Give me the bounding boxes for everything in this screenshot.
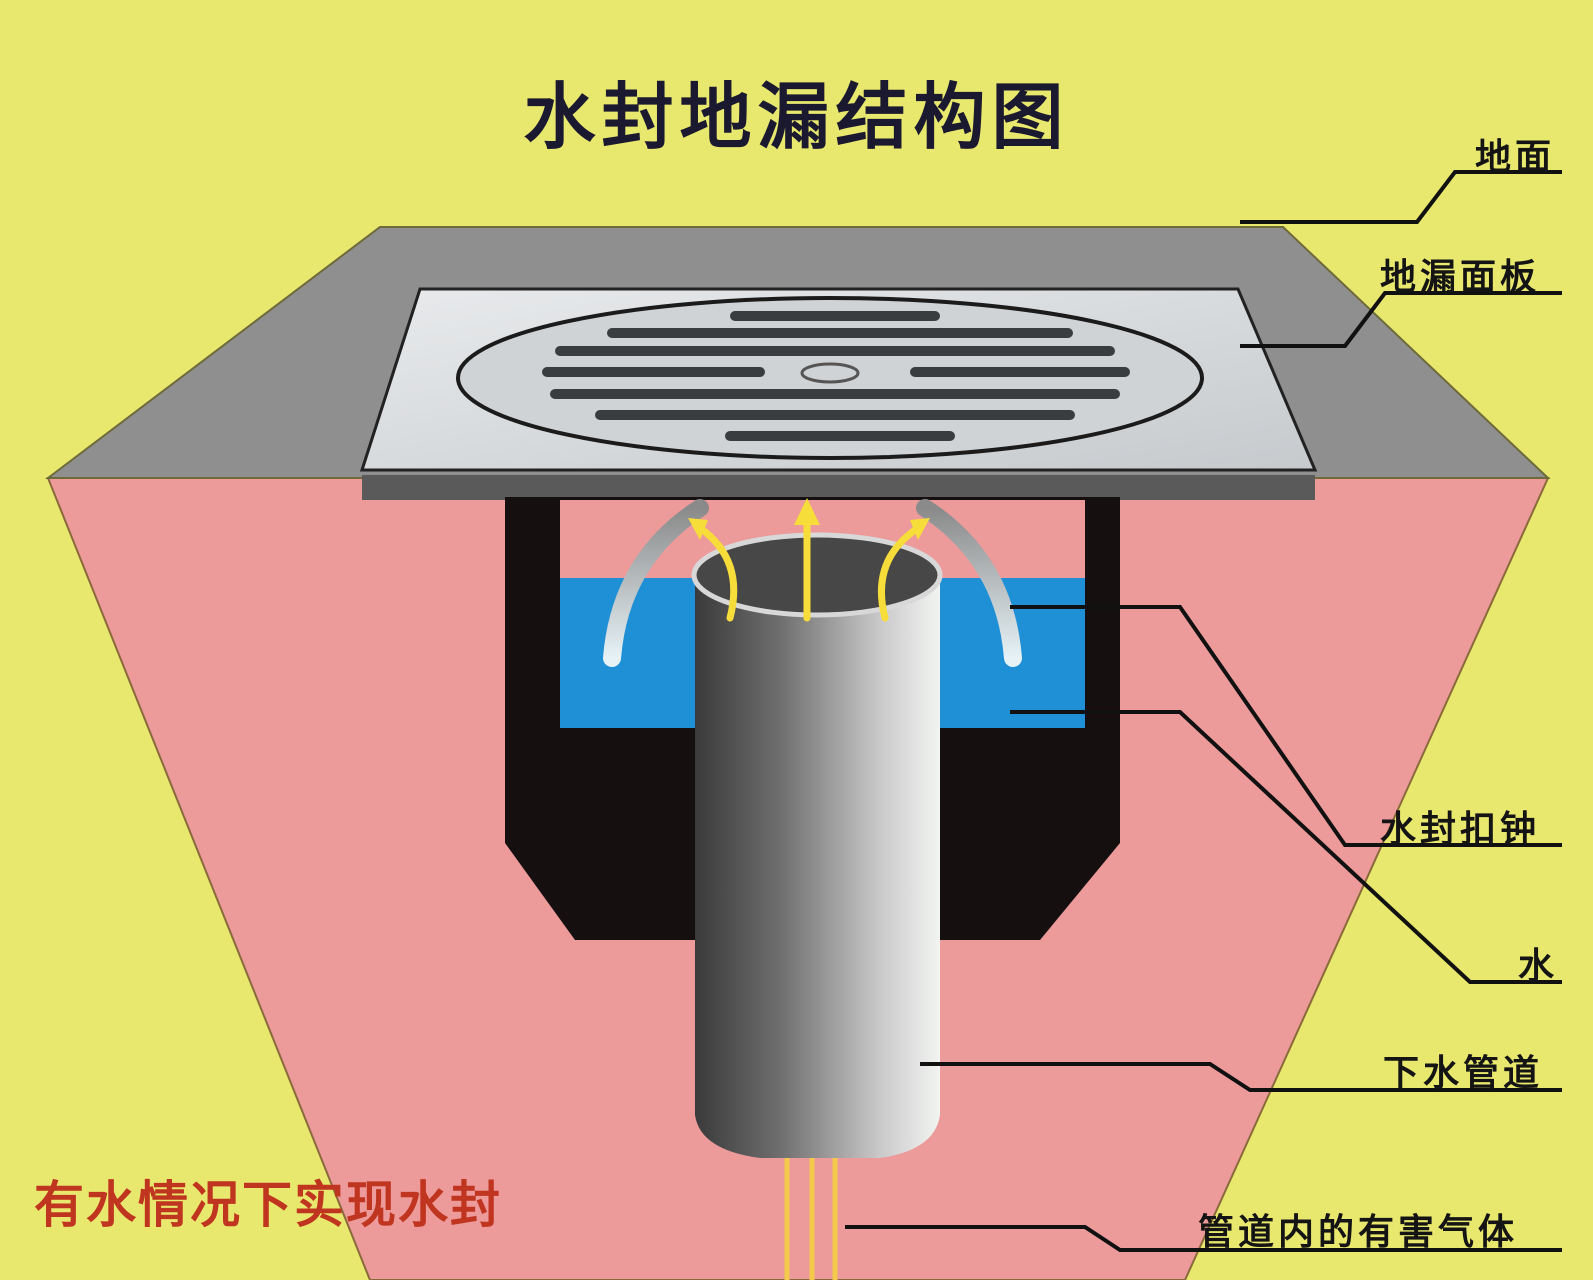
label-drain-pipe: 下水管道 — [1383, 1053, 1544, 1094]
gas-streams — [784, 1158, 838, 1280]
grate-slots — [542, 311, 1130, 441]
drain-cover-plate — [359, 287, 1318, 500]
leader-lines — [845, 170, 1562, 1252]
label-water-seal-bell: 水封扣钟 — [1380, 809, 1541, 850]
label-drain-cover: 地漏面板 — [1380, 257, 1541, 298]
drain-pipe — [691, 532, 943, 1158]
label-water: 水 — [1518, 946, 1559, 987]
cover-logo — [800, 362, 860, 384]
diagram-title: 水封地漏结构图 — [523, 75, 1070, 159]
arrow-heads — [688, 498, 930, 540]
label-ground: 地面 — [1475, 137, 1556, 178]
gas-arrows — [696, 511, 922, 622]
seal-arches — [603, 499, 1022, 667]
caption-water-seal: 有水情况下实现水封 — [34, 1176, 502, 1234]
label-pipe-gas: 管道内的有害气体 — [1198, 1212, 1519, 1253]
